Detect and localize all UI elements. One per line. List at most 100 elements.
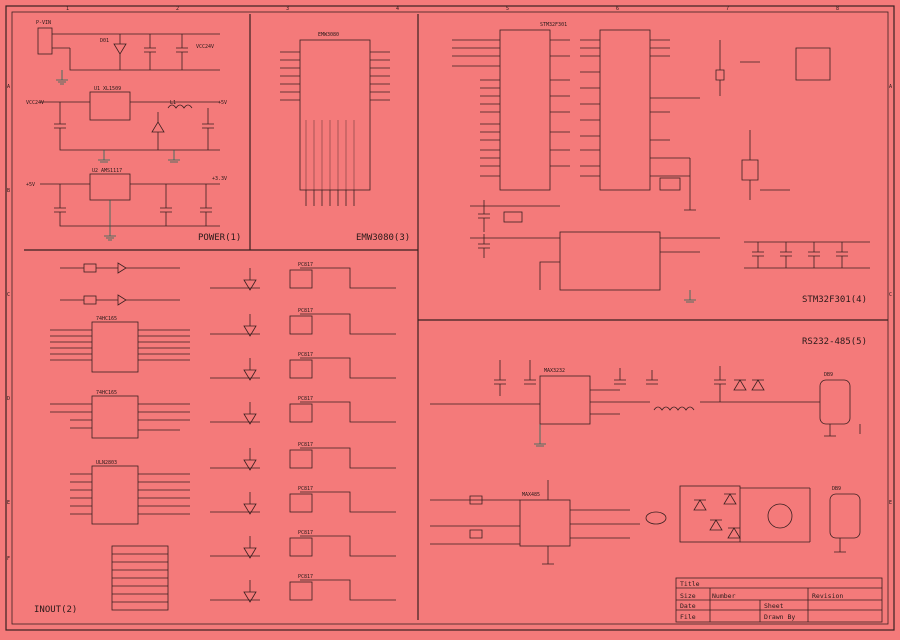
block-title-emw: EMW3080(3)	[356, 233, 410, 243]
title-label: Title	[680, 580, 700, 588]
reg1-label: U1 XL1509	[94, 86, 121, 92]
opto-label-1: PC817	[298, 262, 313, 268]
db9-bottom-label: DB9	[832, 486, 841, 492]
column-labels: 1 2 3 4 5 6 7 8	[66, 6, 839, 12]
date-label: Date	[680, 602, 696, 610]
opto-channel-6: PC817	[210, 486, 396, 515]
sheet-inner-border	[11, 11, 889, 625]
rail-24v-label-1: VCC24V	[196, 44, 214, 50]
row-label-b: B	[7, 188, 10, 194]
opto-label-8: PC817	[298, 574, 313, 580]
mcu-pins	[452, 39, 700, 177]
title-block: Title Size Number Revision Date File She…	[675, 577, 883, 623]
rs232-chip-label: MAX3232	[544, 368, 565, 374]
input-ic-1	[91, 321, 139, 373]
rs232-tvs	[733, 379, 765, 391]
sheet-border	[5, 5, 895, 631]
opto-label-3: PC817	[298, 352, 313, 358]
row-label-d: D	[7, 396, 10, 402]
input-ic-2	[91, 395, 139, 439]
row-label-f: F	[7, 556, 10, 562]
opto-label-4: PC817	[298, 396, 313, 402]
block-title-stm32: STM32F301(4)	[802, 295, 867, 305]
db9-top	[819, 379, 851, 425]
col-label-7: 7	[726, 6, 729, 12]
block-title-inout: INOUT(2)	[34, 605, 77, 615]
status-led-2	[117, 294, 127, 306]
rs232-chip	[539, 375, 591, 425]
tvs-diode	[113, 34, 127, 70]
drawn-label: Drawn By	[764, 613, 795, 621]
db9-bottom	[829, 493, 861, 539]
reg2-label: U2 AMS1117	[92, 168, 122, 174]
mcu-right-bank	[599, 29, 651, 191]
reg2-box	[89, 173, 131, 201]
input-ic-1-label: 74HC165	[96, 316, 117, 322]
col-label-5: 5	[506, 6, 509, 12]
row-label-a: A	[7, 84, 10, 90]
status-led-1	[117, 262, 127, 274]
row-label-c: C	[7, 292, 10, 298]
output-driver-ic	[91, 465, 139, 525]
file-label: File	[680, 613, 696, 621]
opto-channel-2: PC817	[210, 308, 396, 337]
block-title-power: POWER(1)	[198, 233, 241, 243]
col-label-6: 6	[616, 6, 619, 12]
rail-33v-label-1: +3.3V	[212, 176, 227, 182]
opto-label-6: PC817	[298, 486, 313, 492]
rail-24v-label-2: VCC24V	[26, 100, 44, 106]
rail-5v-label-2: +5V	[26, 182, 35, 188]
rs485-chip-label: MAX485	[522, 492, 540, 498]
input-ic-2-label: 74HC165	[96, 390, 117, 396]
output-ic-label: ULN2803	[96, 460, 117, 466]
stm32-section: STM32F301 STM32F301(4)	[452, 22, 870, 305]
number-label: Number	[712, 592, 736, 600]
opto-channel-5: PC817	[210, 442, 396, 471]
rs485-tvs-array	[693, 493, 741, 539]
sheet-label: Sheet	[764, 602, 784, 610]
mcu-label: STM32F301	[540, 22, 567, 28]
wifi-module-box	[299, 39, 371, 191]
ic-pins	[50, 329, 190, 515]
inductor	[167, 104, 193, 109]
opto-channel-8: PC817	[210, 574, 396, 603]
col-label-1: 1	[66, 6, 69, 12]
opto-channel-3: PC817	[210, 352, 396, 381]
rs485-chip	[519, 499, 571, 547]
wifi-module-pins	[280, 51, 390, 206]
power-section: P-VIN D01 VCC24V U1 XL1509 VCC24V L1 +5V…	[26, 20, 241, 243]
inout-section: 74HC165 74HC165 ULN2803 PC817 PC817	[34, 262, 396, 615]
opto-label-7: PC817	[298, 530, 313, 536]
mcu-support-chip	[559, 231, 661, 291]
row-label-a-right: A	[889, 84, 892, 90]
size-label: Size	[680, 592, 696, 600]
opto-channel-1: PC817	[210, 262, 396, 291]
wifi-module-label: EMW3080	[318, 32, 339, 38]
rs232-section: RS232-485(5) MAX3232 DB9 MAX485 DB9	[430, 337, 867, 565]
col-label-3: 3	[286, 6, 289, 12]
reg1-box	[89, 91, 131, 121]
row-label-e-right: E	[889, 500, 892, 506]
opto-label-2: PC817	[298, 308, 313, 314]
mcu-left-bank	[499, 29, 551, 191]
rail-5v-label-1: +5V	[218, 100, 227, 106]
crystal	[659, 177, 681, 191]
col-label-2: 2	[176, 6, 179, 12]
inductor-label: L1	[170, 100, 176, 106]
opto-channel-4: PC817	[210, 396, 396, 425]
col-label-4: 4	[396, 6, 399, 12]
block-title-rs232: RS232-485(5)	[802, 337, 867, 347]
row-label-e: E	[7, 500, 10, 506]
db9-top-label: DB9	[824, 372, 833, 378]
row-label-c-right: C	[889, 292, 892, 298]
revision-label: Revision	[812, 592, 843, 600]
dc-jack	[37, 27, 53, 55]
decoupling-caps	[752, 242, 848, 268]
opto-channel-7: PC817	[210, 530, 396, 559]
opto-channels: PC817 PC817 PC817 PC817 PC817	[210, 262, 396, 603]
rs485-choke	[645, 511, 667, 525]
opto-label-5: PC817	[298, 442, 313, 448]
tvs-label: D01	[100, 38, 109, 44]
